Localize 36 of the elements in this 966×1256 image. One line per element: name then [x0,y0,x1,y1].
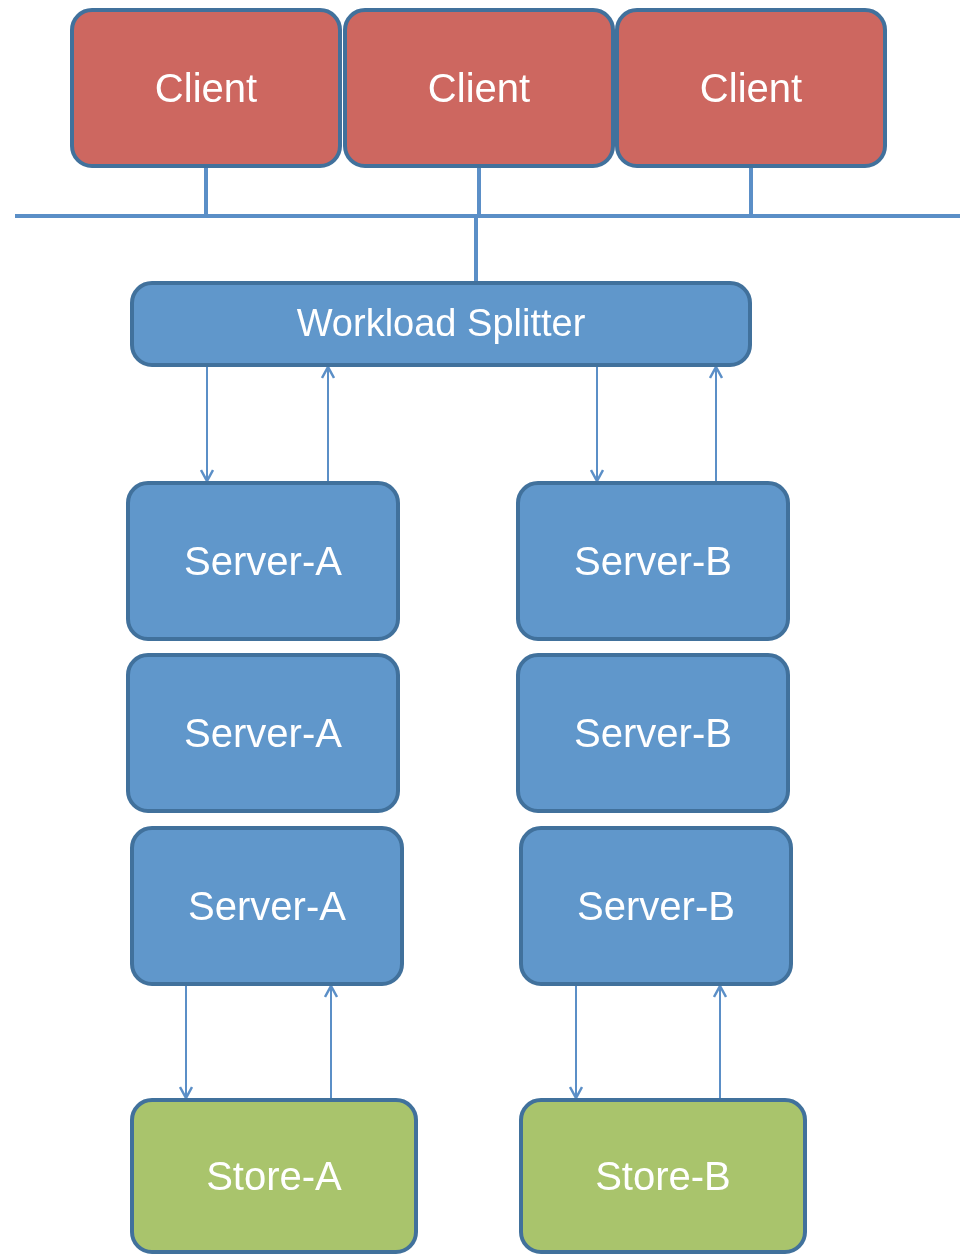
process-box [615,8,887,168]
node-label: Server-B [574,538,732,585]
process-box [130,826,404,986]
node-label: Client [699,65,803,112]
arrow [320,365,336,482]
arrow [589,366,605,483]
arrow [323,984,339,1099]
process-box [343,8,615,168]
node-label: Workload Splitter [296,301,586,347]
node-label: Server-A [184,538,342,585]
connector-line [749,168,753,214]
process-box [126,653,400,813]
process-box [130,281,752,367]
process-box [519,826,793,986]
node-label: Server-B [574,710,732,757]
node-label: Client [154,65,258,112]
node-label: Store-A [206,1153,342,1200]
connector-line [204,168,208,214]
process-box [130,1098,418,1254]
arrow [568,985,584,1100]
node-label: Client [427,65,531,112]
connector-line [477,168,481,214]
process-box [70,8,342,168]
connector-line [474,218,478,281]
node-label: Server-B [577,883,735,930]
node-label: Store-B [595,1153,731,1200]
arrow [708,365,724,482]
process-box [519,1098,807,1254]
process-box [516,653,790,813]
arrow [712,984,728,1099]
process-box [126,481,400,641]
node-label: Server-A [188,883,346,930]
arrow [199,366,215,483]
process-box [516,481,790,641]
arrow [178,985,194,1100]
node-label: Server-A [184,710,342,757]
